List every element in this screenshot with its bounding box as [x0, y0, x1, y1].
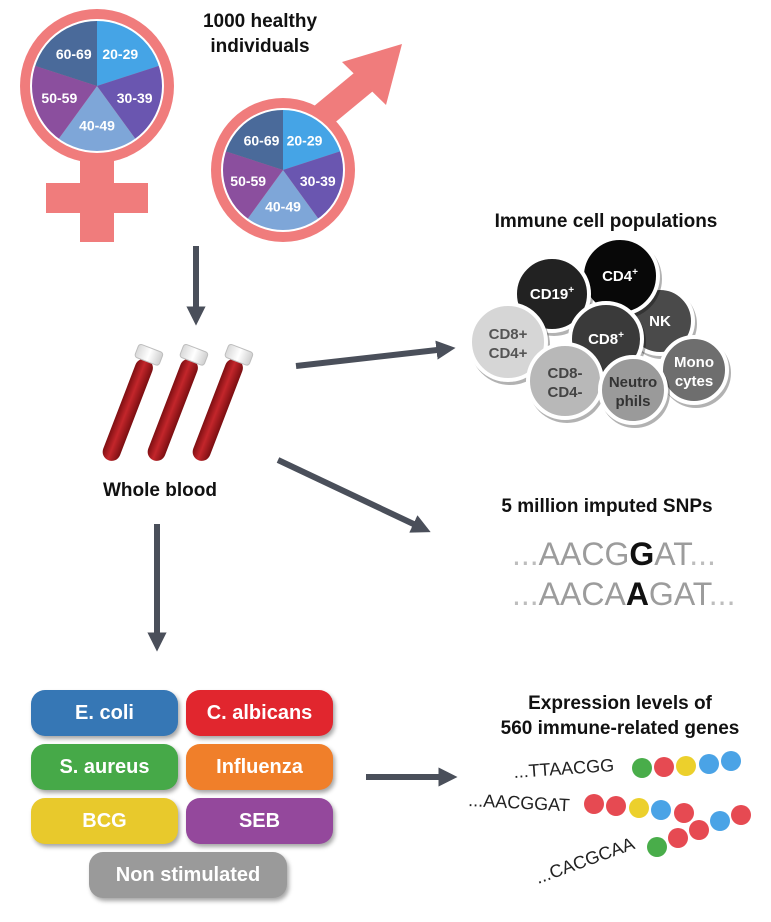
blood-tube-icon — [192, 343, 254, 461]
stimulus-seb: SEB — [186, 798, 333, 844]
expression-title-line2: 560 immune-related genes — [500, 718, 740, 739]
snp-sequence-1: ...AACGGAT... — [512, 536, 716, 572]
flow-arrows — [147, 246, 458, 787]
gene-seq-1: ...TTAACGG — [513, 755, 615, 782]
male-age-pie: 20-29 30-39 40-49 50-59 60-69 — [221, 108, 345, 232]
pie-label-60-69: 60-69 — [244, 132, 280, 148]
gene-bead-red — [654, 757, 674, 777]
cell-label: cytes — [675, 373, 713, 390]
stimulus-influenza: Influenza — [186, 744, 333, 790]
gene-bead-red — [584, 794, 604, 814]
gene-beads — [584, 751, 751, 857]
cell-mono: Mono cytes — [659, 335, 731, 408]
cell-cd4: CD4+ — [580, 236, 662, 319]
pie-label-50-59: 50-59 — [41, 90, 77, 106]
pie-label-30-39: 30-39 — [300, 173, 336, 189]
pie-slice-30-39 — [97, 65, 164, 140]
gene-seq-3: ...CACGCAA — [533, 833, 638, 887]
stimulus-c-albicans: C. albicans — [186, 690, 333, 736]
cell-label: CD8+ — [588, 330, 624, 348]
cell-label: CD19+ — [530, 285, 574, 303]
pie-slice-40-49 — [58, 86, 136, 153]
blood-tube-icon — [147, 343, 209, 461]
gene-bead-blue — [699, 754, 719, 774]
gene-bead-yellow — [629, 798, 649, 818]
snps-title: 5 million imputed SNPs — [501, 496, 713, 517]
cell-label: CD8+ — [489, 326, 528, 343]
cohort-title: 1000 healthy individuals — [180, 9, 340, 59]
pie-rim — [221, 108, 345, 232]
pie-label-20-29: 20-29 — [287, 132, 323, 148]
pie-slice-60-69 — [34, 19, 97, 86]
stimulus-bcg: BCG — [31, 798, 178, 844]
gene-bead-red — [606, 796, 626, 816]
gene-seq-2: ...AACGGAT — [468, 790, 571, 815]
cell-label: CD8- — [547, 365, 582, 382]
whole-blood-label: Whole blood — [103, 480, 217, 501]
cell-label: phils — [615, 393, 650, 410]
pie-rim — [30, 19, 164, 153]
pie-label-20-29: 20-29 — [102, 46, 138, 62]
pie-label-50-59: 50-59 — [230, 173, 266, 189]
pie-label-40-49: 40-49 — [265, 199, 301, 215]
gene-bead-green — [632, 758, 652, 778]
pie-slice-50-59 — [31, 65, 98, 140]
snp-sequences: ...AACGGAT... ...AACAAGAT... — [512, 536, 735, 612]
arrow-blood-to-cells — [295, 340, 456, 369]
snp-sequence-2: ...AACAAGAT... — [512, 576, 735, 612]
cell-neutro: Neutro phils — [598, 355, 670, 428]
expression-title-line1: Expression levels of — [528, 693, 712, 714]
gene-bead-green — [647, 837, 667, 857]
blood-tube-icon — [102, 343, 164, 461]
cell-label: Neutro — [609, 374, 657, 391]
pie-slice-20-29 — [97, 20, 160, 86]
arrow-blood-to-snps — [276, 457, 431, 533]
pie-label-30-39: 30-39 — [117, 90, 153, 106]
gene-bead-blue — [651, 800, 671, 820]
gene-bead-yellow — [676, 756, 696, 776]
cell-dn: CD8- CD4- — [526, 342, 606, 423]
cell-label: Mono — [674, 354, 714, 371]
stimulus-e-coli: E. coli — [31, 690, 178, 736]
cell-label: CD4+ — [602, 267, 638, 285]
pie-slice-20-29 — [283, 109, 342, 170]
pie-slice-40-49 — [247, 170, 319, 232]
cell-label: CD4- — [547, 384, 582, 401]
gene-bead-red — [731, 805, 751, 825]
gene-expression-strands: ...TTAACGG ...AACGGAT ...CACGCAA — [468, 751, 751, 888]
immune-title: Immune cell populations — [494, 211, 718, 232]
expression-title: Expression levels of 560 immune-related … — [470, 691, 770, 741]
gene-bead-blue — [721, 751, 741, 771]
gene-bead-red — [668, 828, 688, 848]
cohort-title-line2: individuals — [210, 36, 310, 57]
gene-bead-red — [674, 803, 694, 823]
male-symbol: 20-29 30-39 40-49 50-59 60-69 — [211, 44, 402, 242]
cohort-title-line1: 1000 healthy — [202, 11, 318, 32]
immune-cell-cluster: NK CD4+ CD19+ CD8+ CD8+ CD4+ Mono cytes CD8- CD4-… — [468, 236, 731, 428]
pie-label-60-69: 60-69 — [56, 46, 92, 62]
stimulus-non-stimulated: Non stimulated — [89, 852, 287, 898]
gene-bead-red — [689, 820, 709, 840]
pie-slice-30-39 — [283, 151, 344, 220]
pie-slice-50-59 — [221, 151, 283, 220]
pie-label-40-49: 40-49 — [79, 118, 115, 134]
stimulus-s-aureus: S. aureus — [31, 744, 178, 790]
pie-slice-60-69 — [224, 109, 283, 170]
gene-bead-blue — [710, 811, 730, 831]
cell-label: CD4+ — [489, 345, 528, 362]
cell-label: NK — [649, 313, 671, 330]
blood-tubes — [102, 343, 254, 461]
